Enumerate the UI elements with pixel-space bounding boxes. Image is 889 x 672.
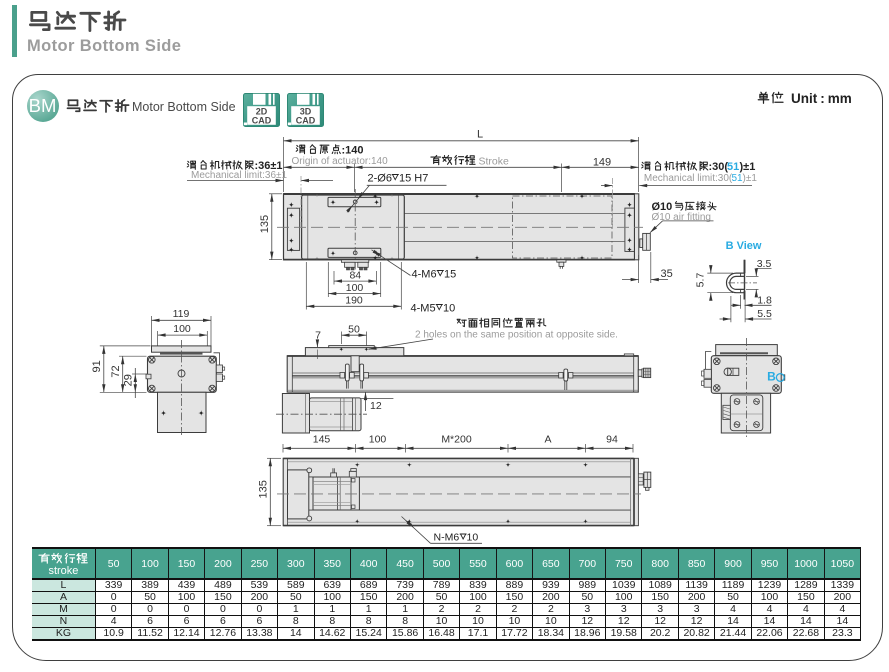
- svg-text:L: L: [477, 128, 483, 140]
- svg-text:2D: 2D: [256, 107, 268, 117]
- svg-text:5.5: 5.5: [757, 308, 772, 320]
- svg-text:5.7: 5.7: [694, 273, 706, 288]
- svg-text:2-Ø6: 2-Ø6: [368, 173, 392, 185]
- svg-text:84: 84: [349, 269, 361, 281]
- svg-text:29: 29: [122, 374, 134, 386]
- svg-text:1.8: 1.8: [757, 295, 772, 307]
- svg-text:B: B: [767, 369, 776, 383]
- svg-text:CAD: CAD: [296, 116, 316, 126]
- svg-text:Mechanical limit:30(: Mechanical limit:30(: [644, 173, 733, 184]
- svg-text:M*200: M*200: [441, 434, 472, 446]
- svg-text:)±1: )±1: [740, 161, 756, 173]
- svg-text:72: 72: [110, 365, 122, 377]
- svg-text:15: 15: [444, 269, 456, 281]
- svg-text:)±1: )±1: [743, 173, 758, 184]
- svg-text:119: 119: [173, 308, 190, 320]
- svg-text:12: 12: [370, 400, 382, 412]
- svg-text:2 holes on the same position a: 2 holes on the same position at opposite…: [415, 330, 618, 341]
- svg-text:Ø10 air fitting: Ø10 air fitting: [652, 212, 711, 223]
- svg-text:135: 135: [259, 215, 271, 233]
- svg-text:N-M6: N-M6: [434, 532, 460, 544]
- svg-text:7: 7: [315, 329, 321, 341]
- svg-text:CAD: CAD: [252, 116, 272, 126]
- svg-text:94: 94: [606, 434, 618, 446]
- svg-text:135: 135: [257, 480, 269, 498]
- svg-text:Stroke: Stroke: [479, 155, 510, 167]
- svg-text::140: :140: [342, 145, 364, 157]
- svg-text:B View: B View: [726, 240, 762, 252]
- svg-text:50: 50: [348, 323, 360, 335]
- svg-text:149: 149: [593, 156, 611, 168]
- svg-text:145: 145: [313, 434, 331, 446]
- svg-text:Ø10: Ø10: [652, 201, 673, 213]
- svg-text::36±1: :36±1: [255, 160, 283, 172]
- svg-text:190: 190: [345, 295, 363, 307]
- svg-text:3.5: 3.5: [757, 258, 772, 270]
- svg-text:A: A: [544, 434, 551, 446]
- svg-text::30(: :30(: [709, 161, 729, 173]
- svg-text:3D: 3D: [300, 107, 312, 117]
- svg-text:100: 100: [346, 282, 364, 294]
- svg-text:51: 51: [727, 161, 739, 173]
- svg-text:4-M6: 4-M6: [412, 269, 437, 281]
- svg-text:4-M5: 4-M5: [411, 303, 436, 315]
- svg-text:35: 35: [661, 268, 673, 280]
- svg-text:Origin of actuator:140: Origin of actuator:140: [292, 156, 389, 167]
- svg-text:15 H7: 15 H7: [399, 173, 428, 185]
- svg-text:100: 100: [173, 323, 191, 335]
- svg-text:51: 51: [732, 173, 744, 184]
- svg-text:10: 10: [443, 303, 455, 315]
- svg-text:Mechanical limit:36±1: Mechanical limit:36±1: [191, 170, 288, 181]
- svg-text:91: 91: [91, 360, 103, 372]
- svg-text:100: 100: [369, 434, 387, 446]
- svg-text:10: 10: [467, 532, 479, 544]
